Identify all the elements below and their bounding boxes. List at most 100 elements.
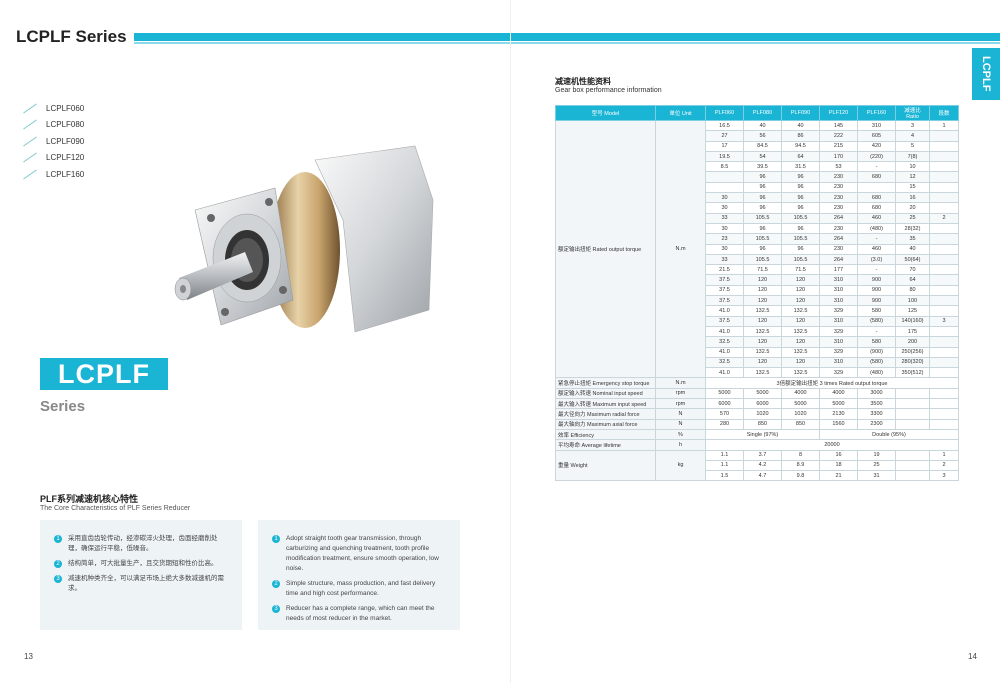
table-cell: 9.8 (781, 470, 820, 482)
model-item: LCPLF060 (22, 100, 84, 117)
table-cell: 120 (781, 336, 820, 348)
number-badge: 2 (54, 560, 62, 568)
table-cell: 41.0 (705, 346, 744, 358)
table-cell: 100 (895, 295, 930, 307)
table-cell: 71.5 (781, 264, 820, 276)
slash-icon (23, 119, 37, 130)
number-badge: 1 (272, 535, 280, 543)
table-cell (929, 274, 959, 286)
table-cell: N (655, 408, 706, 420)
table-cell: 3300 (857, 408, 896, 420)
table-cell: 1.5 (705, 470, 744, 482)
table-cell: 105.5 (743, 212, 782, 224)
table-cell: Double (95%) (819, 428, 959, 441)
table-cell: 1.1 (705, 459, 744, 472)
table-cell (895, 470, 930, 482)
table-cell (929, 356, 959, 369)
table-cell: 86 (781, 130, 820, 142)
table-cell: 310 (819, 295, 858, 307)
table-cell: 329 (819, 305, 858, 317)
table-cell: 1.1 (705, 449, 744, 461)
table-cell: 96 (781, 222, 820, 235)
table-cell: 最大输入转速 Maximum input speed (555, 398, 656, 410)
page-spine (510, 0, 511, 683)
table-cell: 310 (819, 284, 858, 297)
table-cell: 460 (857, 243, 896, 255)
table-cell: 96 (781, 181, 820, 194)
table-cell: 18 (819, 459, 858, 472)
table-cell (857, 181, 896, 194)
slash-icon (23, 152, 37, 163)
table-cell: 2300 (857, 418, 896, 430)
slash-icon (23, 136, 37, 147)
table-cell: 33 (705, 212, 744, 224)
table-cell: 329 (819, 325, 858, 338)
table-cell: 37.5 (705, 295, 744, 307)
feature-text: 采用直齿齿轮传动，经渗碳淬火处理，齿面经磨削处理，确保运行平稳，低噪音。 (68, 535, 218, 552)
table-cell: 30 (705, 222, 744, 235)
table-cell: 39.5 (743, 161, 782, 173)
table-cell: - (857, 325, 896, 338)
table-cell: 4000 (819, 387, 858, 400)
table-cell (895, 408, 930, 420)
table-cell: 280 (705, 418, 744, 430)
column-header: 型号 Model (555, 105, 656, 121)
table-cell: h (655, 439, 706, 451)
table-cell: 3倍额定输出扭矩 3 times Rated output torque (705, 377, 959, 389)
table-cell: 25 (895, 212, 930, 224)
table-cell: 177 (819, 264, 858, 276)
table-cell: 850 (781, 418, 820, 430)
page-title: LCPLF Series (16, 27, 127, 46)
table-cell: 16.5 (705, 119, 744, 132)
table-cell: 20 (895, 202, 930, 214)
table-cell: 900 (857, 284, 896, 297)
table-cell: 6000 (743, 398, 782, 410)
table-cell: 25 (857, 459, 896, 472)
table-cell: (220) (857, 150, 896, 163)
table-row: 效率 Efficiency%Single (97%)Double (95%) (555, 428, 959, 441)
table-cell: 4 (895, 130, 930, 142)
column-header: 段数 (929, 105, 959, 121)
slash-icon (23, 103, 37, 114)
feature-text: Reducer has a complete range, which can … (286, 605, 435, 622)
table-cell: 120 (743, 356, 782, 369)
table-cell: 效率 Efficiency (555, 428, 656, 441)
table-cell: 4000 (781, 387, 820, 400)
number-badge: 3 (54, 575, 62, 583)
table-cell: % (655, 428, 706, 441)
table-cell: - (857, 264, 896, 276)
table-cell: 30 (705, 202, 744, 214)
table-cell: 19 (857, 449, 896, 461)
feature-text: 结构简单，可大批量生产，且交货期短和性价比高。 (68, 560, 218, 567)
table-cell: 900 (857, 295, 896, 307)
table-cell (929, 367, 959, 379)
table-cell: 5000 (743, 387, 782, 400)
table-cell: 50(64) (895, 253, 930, 266)
table-cell: 96 (743, 181, 782, 194)
table-cell: - (857, 161, 896, 173)
table-cell: 570 (705, 408, 744, 420)
table-cell: 96 (743, 171, 782, 183)
table-cell: 15 (895, 181, 930, 194)
table-cell (929, 284, 959, 297)
table-cell (929, 222, 959, 235)
table-cell: 230 (819, 202, 858, 214)
column-header: PLF160 (857, 105, 896, 121)
table-cell: 8 (781, 449, 820, 461)
table-cell: 310 (819, 336, 858, 348)
brand-subtitle: Series (40, 398, 86, 415)
table-cell: 96 (743, 192, 782, 204)
table-cell: 132.5 (781, 367, 820, 379)
table-cell: 420 (857, 140, 896, 152)
table-cell: 31 (857, 470, 896, 482)
table-cell (895, 459, 930, 472)
